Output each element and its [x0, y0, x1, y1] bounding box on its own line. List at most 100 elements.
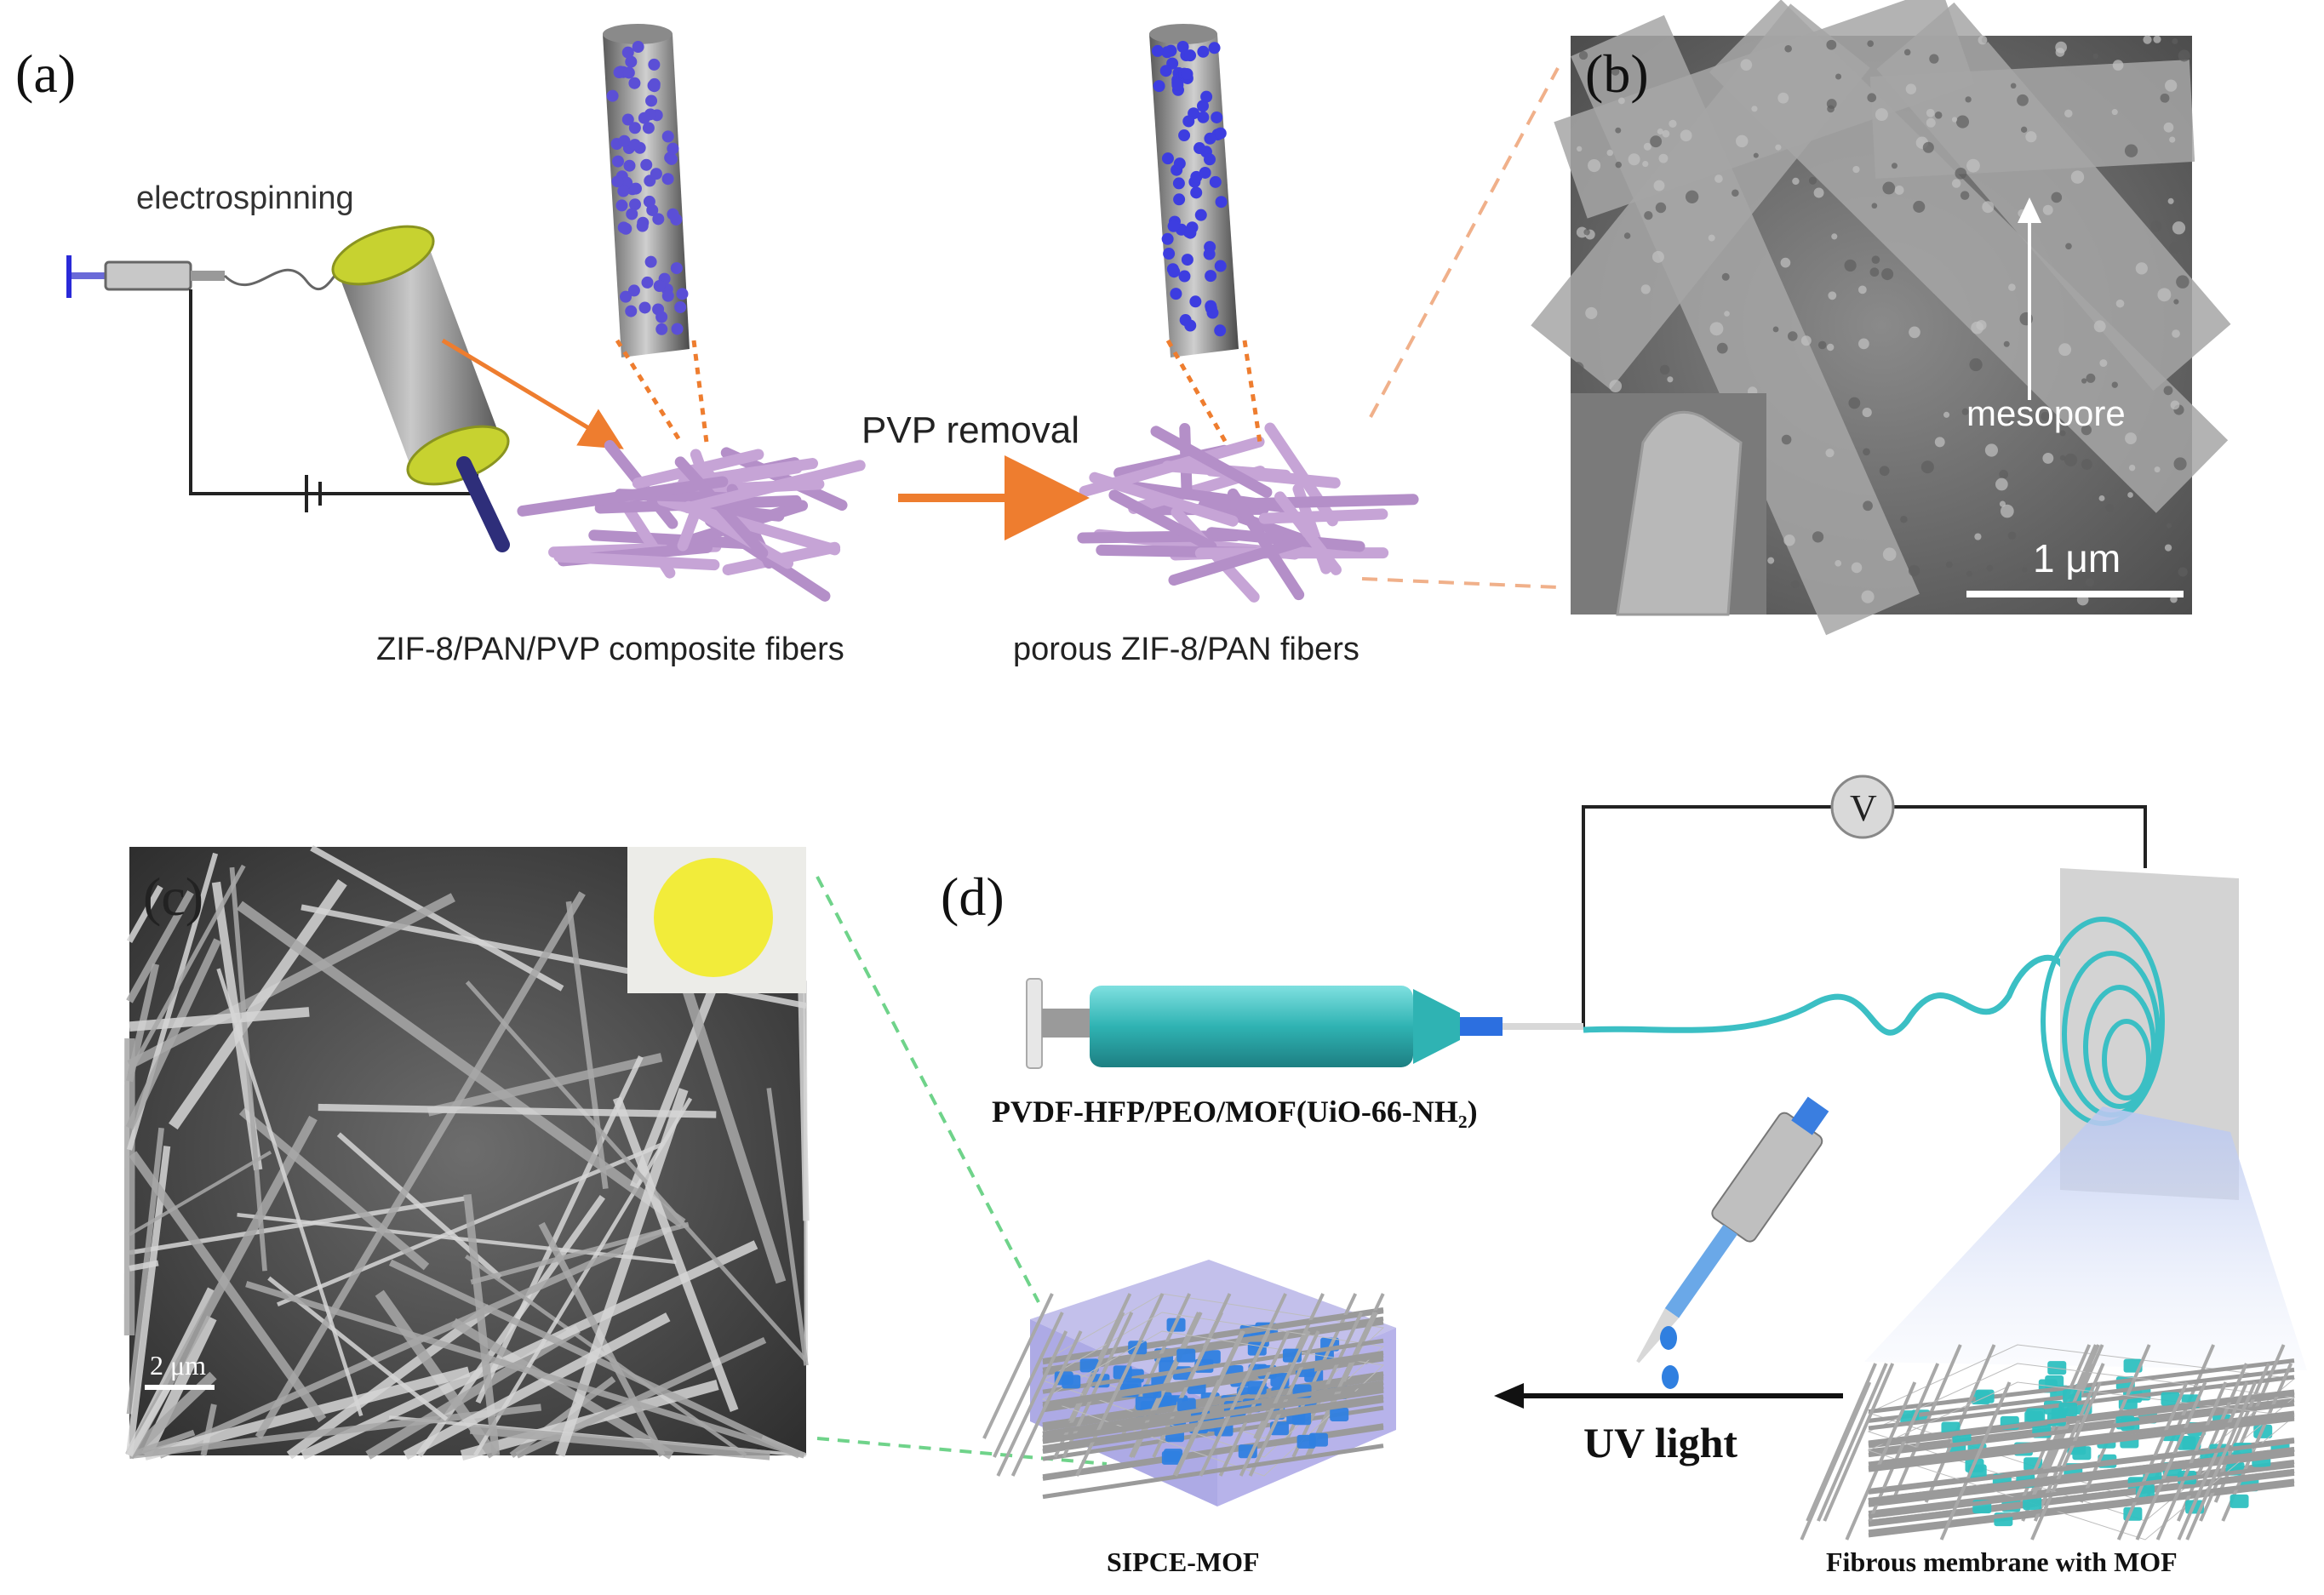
composite-rod-particles: [606, 41, 689, 335]
rod-particle: [1209, 175, 1222, 188]
sem-c-fiber: [169, 878, 347, 1130]
sem-c-fiber: [426, 1053, 663, 1117]
sem-b-texture: [2041, 411, 2051, 421]
porous-rod-particles: [1151, 41, 1228, 337]
sem-b-texture: [1623, 232, 1631, 239]
sem-b-texture: [2081, 378, 2087, 384]
pipette-tip: [1636, 1308, 1680, 1363]
sem-b-texture: [1777, 92, 1789, 104]
mat-fiber: [1258, 508, 1388, 524]
rod-particle: [606, 89, 619, 102]
sem-b-texture: [1808, 176, 1817, 185]
sem-b-texture: [1871, 203, 1878, 209]
rod-particle: [1197, 111, 1210, 123]
rod-particle: [648, 58, 661, 71]
rod-particle: [1151, 44, 1164, 57]
sem-b-texture: [1667, 376, 1674, 383]
sem-b-texture: [1945, 561, 1953, 569]
sem-b-texture: [1714, 174, 1723, 183]
membrane-fiber: [1868, 1438, 2295, 1495]
plunger-rod: [72, 272, 106, 279]
sem-b-texture: [1881, 268, 1894, 281]
sem-c-fiber: [127, 893, 455, 1070]
sem-b-texture: [2153, 35, 2161, 43]
sem-b-texture: [1721, 272, 1730, 281]
sem-b-texture: [1617, 97, 1625, 105]
yellow-membrane-disc: [654, 858, 773, 977]
panel-c-label: (c): [143, 866, 203, 927]
rod-particle: [645, 94, 658, 107]
sem-b-texture: [2166, 523, 2172, 529]
sem-b-texture: [1951, 179, 1961, 188]
sem-b-texture: [1817, 340, 1827, 350]
panel-d: (d) V PVDF-HFP/PEO/MOF(UiO-66-NH₂): [941, 775, 2307, 1577]
mat-fiber: [682, 460, 866, 514]
composite-fiber-mat: [517, 440, 866, 602]
sem-c-fiber: [255, 891, 586, 1439]
rod-particle: [1215, 196, 1228, 209]
membrane-fiber: [982, 1293, 1054, 1439]
mesopore-label: mesopore: [1966, 393, 2126, 433]
rod-particle: [1181, 67, 1193, 80]
zoom-guide-b-bottom: [1361, 577, 1559, 589]
drum-axle: [456, 456, 510, 552]
membrane-fiber: [1868, 1410, 2295, 1466]
pipette-shaft: [1664, 1224, 1737, 1318]
jet-coil: [2102, 1019, 2151, 1100]
sem-b-texture: [1826, 39, 1837, 50]
sem-b-texture: [1960, 191, 1970, 200]
rod-particle: [1153, 80, 1165, 93]
sem-b-texture: [1800, 335, 1812, 346]
sem-b-texture: [1891, 163, 1898, 169]
sem-b-texture: [1835, 559, 1842, 567]
sem-b-texture: [2165, 79, 2178, 92]
sem-c-fibers: [123, 844, 810, 1461]
rod-particle: [1178, 270, 1191, 283]
rod-particle: [647, 79, 660, 92]
sem-b-texture: [1999, 500, 2006, 507]
sem-b-texture: [2020, 126, 2028, 133]
voltmeter-label: V: [1850, 787, 1877, 829]
sem-b-texture: [1875, 108, 1888, 122]
sem-b-texture: [1882, 181, 1896, 195]
rod-particle: [642, 122, 655, 134]
membrane-fiber: [2030, 1381, 2102, 1541]
sem-b-texture: [1861, 590, 1875, 603]
sem-b-texture: [2025, 131, 2037, 143]
sem-b-texture: [1781, 434, 1792, 445]
sem-b-texture: [2160, 93, 2170, 103]
scale-label-c: 2 μm: [150, 1350, 206, 1381]
mat-fiber: [1227, 488, 1305, 601]
drum-end-top: [331, 225, 435, 286]
sem-c-fiber: [128, 1429, 196, 1459]
membrane-fiber: [1868, 1363, 1940, 1522]
sem-c-fiber: [157, 1226, 667, 1459]
sem-b-texture: [1913, 200, 1926, 213]
uv-arrow-head: [1494, 1383, 1524, 1409]
panel-c: (c) 2 μm: [123, 844, 1108, 1466]
rod-particle: [615, 199, 628, 212]
sem-b-texture: [1903, 49, 1911, 56]
sem-c-fiber: [237, 1213, 677, 1265]
mof-particle: [2161, 1392, 2180, 1406]
sem-b-texture: [1788, 331, 1798, 341]
sem-b-texture: [1655, 202, 1667, 214]
sem-b-texture: [1826, 343, 1835, 352]
plunger-handle: [1026, 978, 1043, 1069]
sem-b-texture: [2051, 192, 2063, 203]
sem-c-fiber: [143, 1366, 471, 1461]
rod-particle: [661, 289, 674, 302]
sem-b-texture: [2178, 567, 2188, 577]
sem-b-texture: [2178, 49, 2190, 62]
sem-b-texture: [1908, 564, 1920, 577]
membrane-fiber: [996, 1330, 1068, 1477]
mof-particle: [2023, 1496, 2042, 1511]
membrane-fiber: [1868, 1468, 2295, 1524]
sem-b-texture: [2124, 144, 2138, 157]
sem-c-fiber: [318, 1103, 717, 1118]
rod-particle: [617, 221, 630, 234]
sem-c-fiber: [365, 1324, 581, 1460]
mat-fiber: [1205, 527, 1365, 552]
rod-particle: [640, 158, 653, 171]
sem-b-fibers: [1531, 0, 2231, 636]
